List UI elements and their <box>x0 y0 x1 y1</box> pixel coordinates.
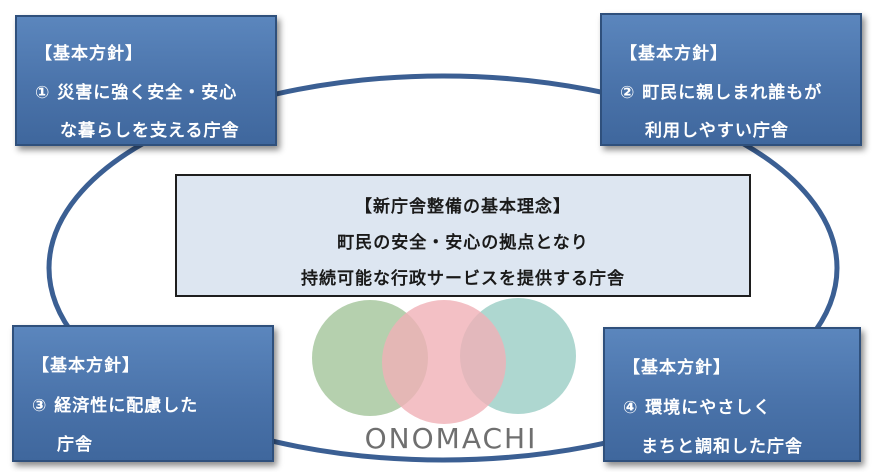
policy-2-line2: 利用しやすい庁舎 <box>645 121 789 141</box>
policy-box-2: 【基本方針】 ② 町民に親しまれ誰もが 利用しやすい庁舎 <box>600 13 862 146</box>
logo-circle-pink <box>382 300 506 424</box>
policy-box-3: 【基本方針】 ③ 経済性に配慮した 庁舎 <box>12 325 274 462</box>
policy-4-line2: まちと調和した庁舎 <box>641 437 803 457</box>
logo-wordmark: ONOMACHI <box>364 422 538 455</box>
policy-3-header: 【基本方針】 <box>32 356 140 376</box>
policy-4-header: 【基本方針】 <box>623 358 731 378</box>
concept-title: 【新庁舎整備の基本理念】 <box>355 197 571 217</box>
policy-1-line1: ① 災害に強く安全・安心 <box>35 83 238 103</box>
core-concept-box: 【新庁舎整備の基本理念】 町民の安全・安心の拠点となり 持続可能な行政サービスを… <box>175 174 751 297</box>
policy-box-4: 【基本方針】 ④ 環境にやさしく まちと調和した庁舎 <box>603 327 861 462</box>
policy-1-header: 【基本方針】 <box>35 44 143 64</box>
policy-2-header: 【基本方針】 <box>620 44 728 64</box>
policy-box-1: 【基本方針】 ① 災害に強く安全・安心 な暮らしを支える庁舎 <box>15 15 277 146</box>
policy-1-line2: な暮らしを支える庁舎 <box>60 121 240 141</box>
concept-line1: 町民の安全・安心の拠点となり <box>337 233 589 253</box>
policy-2-line1: ② 町民に親しまれ誰もが <box>620 83 823 103</box>
concept-line2: 持続可能な行政サービスを提供する庁舎 <box>301 269 625 289</box>
policy-3-line2: 庁舎 <box>57 435 93 455</box>
policy-4-line1: ④ 環境にやさしく <box>623 398 772 418</box>
policy-3-line1: ③ 経済性に配慮した <box>32 396 199 416</box>
